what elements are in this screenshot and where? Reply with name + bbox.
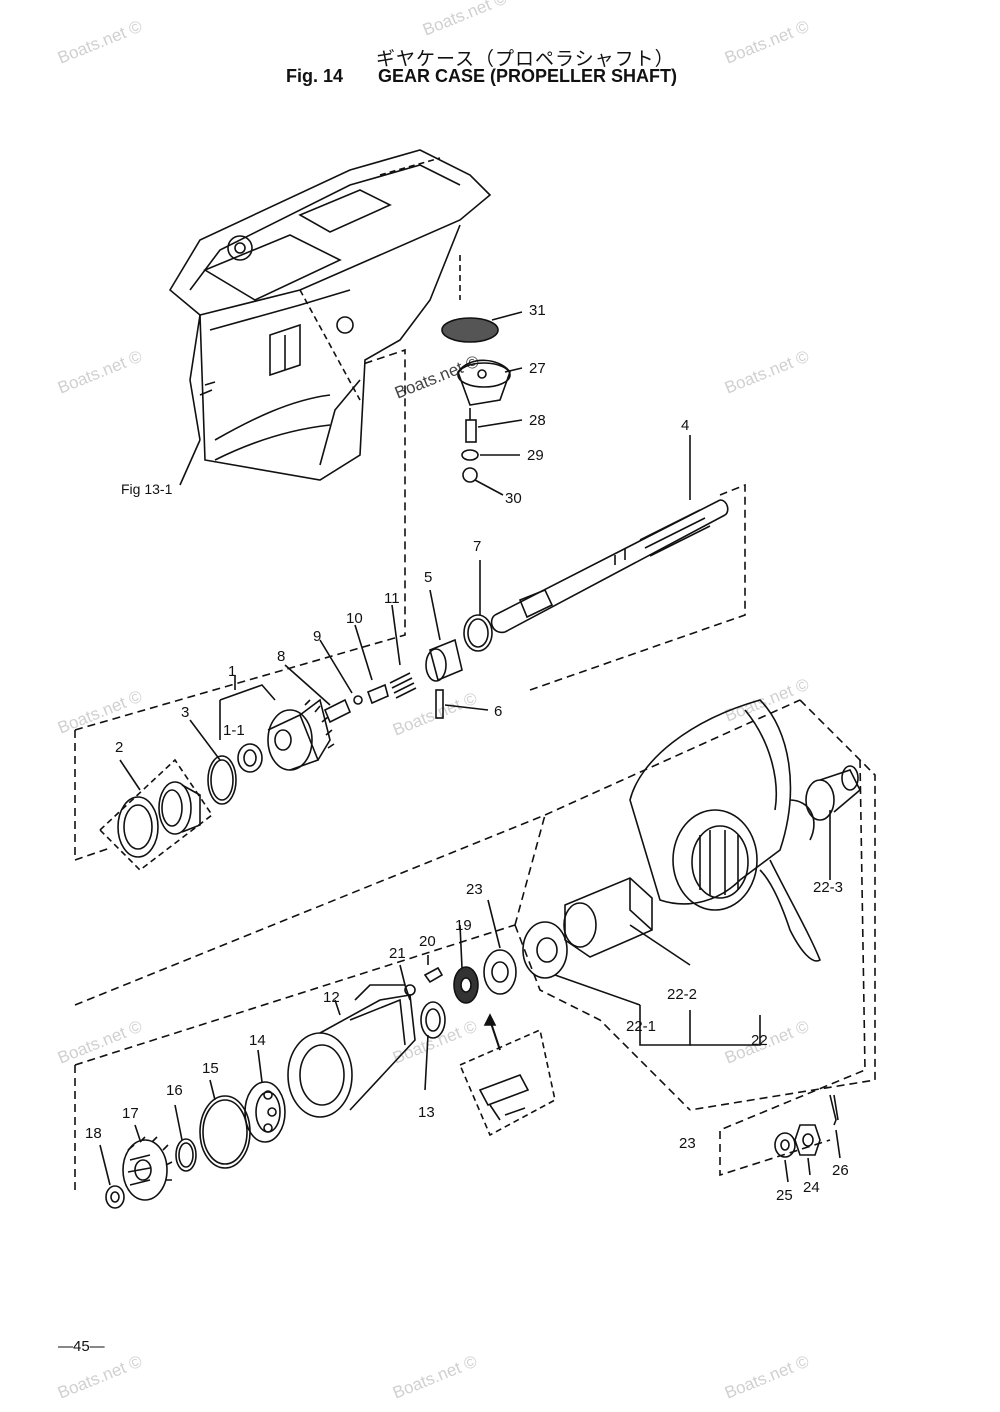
callout-7: 7 — [473, 538, 481, 555]
callout-28: 28 — [529, 412, 546, 429]
callout-17: 17 — [122, 1105, 139, 1122]
callout-27: 27 — [529, 360, 546, 377]
shift-plunger-set — [284, 604, 417, 724]
callout-20: 20 — [419, 933, 436, 950]
propeller-shaft — [490, 435, 729, 634]
callout-14: 14 — [249, 1032, 266, 1049]
page-number: —45— — [58, 1338, 105, 1355]
bushing — [420, 1001, 446, 1039]
callout-21: 21 — [389, 945, 406, 962]
pin — [435, 689, 444, 719]
callout-8: 8 — [277, 648, 285, 665]
callout-25: 25 — [776, 1187, 793, 1204]
callout-1: 1 — [228, 663, 236, 680]
callout-10: 10 — [346, 610, 363, 627]
spline-hub — [805, 765, 861, 880]
callout-16: 16 — [166, 1082, 183, 1099]
ring — [463, 614, 493, 652]
callout-23-lower: 23 — [679, 1135, 696, 1152]
callout-11: 11 — [384, 590, 400, 607]
figure-number: Fig. 14 — [286, 66, 344, 86]
callout-22: 22 — [751, 1032, 768, 1049]
callout-22-3: 22-3 — [813, 879, 843, 896]
tapered-roller-bearing — [98, 758, 214, 872]
dashed-guide — [74, 730, 111, 862]
reverse-gear — [122, 1124, 173, 1201]
bolt-and-washer — [399, 955, 444, 996]
detail-inset — [458, 1013, 556, 1137]
callout-23: 23 — [466, 881, 483, 898]
callout-12: 12 — [323, 989, 340, 1006]
dashed-guide — [74, 924, 516, 1066]
callout-29: 29 — [527, 447, 544, 464]
callout-24: 24 — [803, 1179, 820, 1196]
callout-6: 6 — [494, 703, 502, 720]
propeller-nut-set — [774, 1094, 841, 1183]
callout-19: 19 — [455, 917, 472, 934]
page-title: GEAR CASE (PROPELLER SHAFT) — [378, 66, 678, 86]
callout-13: 13 — [418, 1104, 435, 1121]
propeller — [629, 699, 821, 962]
o-ring — [207, 755, 237, 805]
callout-26: 26 — [832, 1162, 849, 1179]
callout-30: 30 — [505, 490, 522, 507]
callout-5: 5 — [424, 569, 432, 586]
dashed-guide — [529, 483, 746, 691]
callout-31: 31 — [529, 302, 546, 319]
washer — [483, 949, 517, 995]
washer — [105, 1185, 125, 1209]
vent-plug-assembly — [441, 255, 523, 496]
callout-9: 9 — [313, 628, 321, 645]
callout-22-1: 22-1 — [626, 1018, 656, 1035]
figure-reference: Fig 13-1 — [121, 481, 173, 497]
callout-3: 3 — [181, 704, 189, 721]
shim — [175, 1138, 197, 1172]
bearing-housing — [287, 984, 416, 1118]
callout-1-1: 1-1 — [223, 722, 245, 739]
dashed-guide — [74, 348, 406, 731]
gear-case-housing — [168, 149, 492, 481]
page-title-japanese: ギヤケース（プロペラシャフト） — [376, 48, 675, 70]
callout-labels: 31 27 28 29 30 4 7 5 6 11 10 9 8 1 1-1 3… — [85, 302, 849, 1204]
callout-18: 18 — [85, 1125, 102, 1142]
callout-4: 4 — [681, 417, 689, 434]
callout-22-2: 22-2 — [667, 986, 697, 1003]
o-ring — [199, 1095, 251, 1169]
forward-gear — [219, 675, 335, 773]
spacer — [563, 877, 691, 966]
callout-2: 2 — [115, 739, 123, 756]
callout-15: 15 — [202, 1060, 219, 1077]
ball-bearing — [244, 1081, 286, 1143]
thrust-washer — [522, 921, 568, 979]
clutch-dog — [425, 589, 463, 682]
leader-line — [179, 439, 201, 486]
